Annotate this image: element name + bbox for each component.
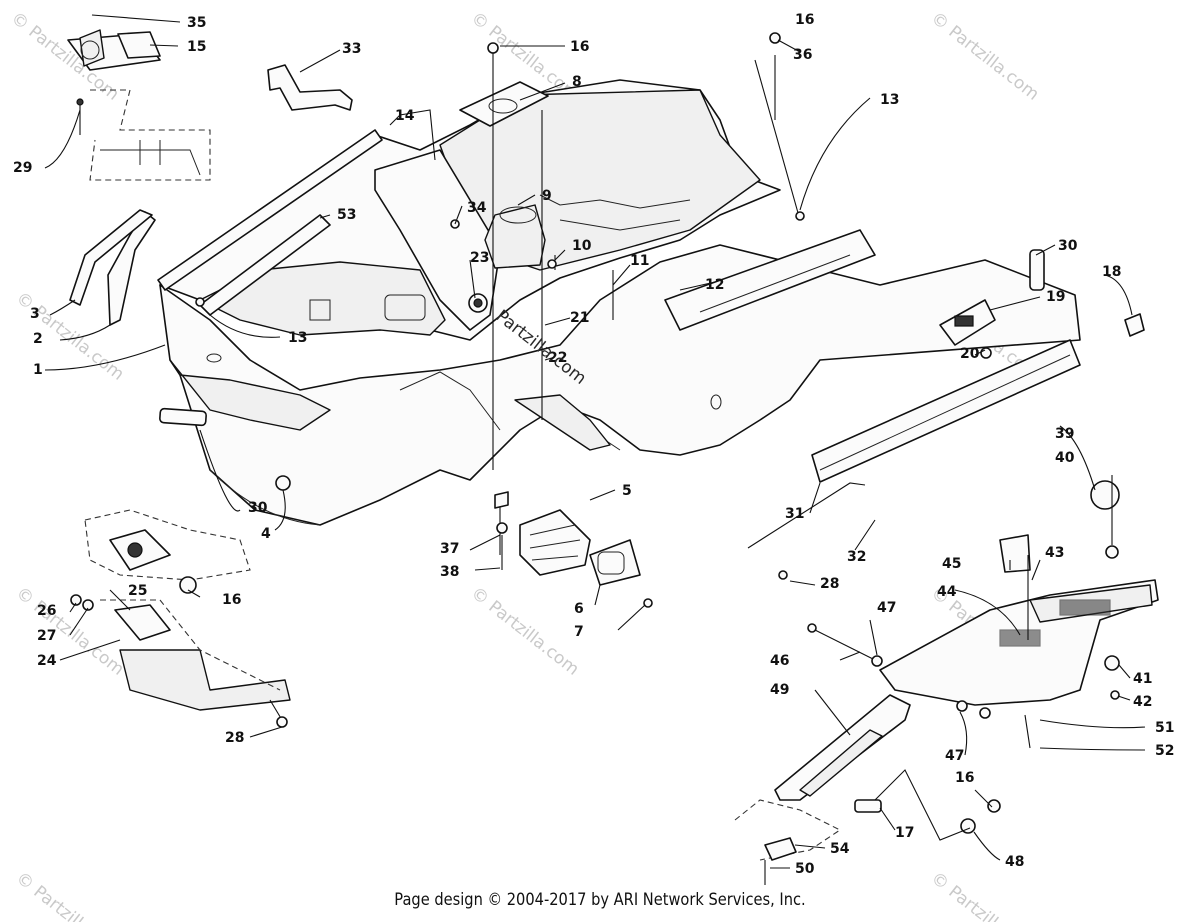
callout-7: 7 [574,624,584,640]
callout-47: 47 [877,600,896,616]
callout-15: 15 [187,39,206,55]
callout-34: 34 [467,200,487,216]
callout-16: 16 [570,39,589,55]
callout-22: 22 [548,350,567,366]
callout-10: 10 [572,238,592,254]
callout-19: 19 [1046,289,1065,305]
callout-27: 27 [37,628,56,644]
callout-39: 39 [1055,426,1074,442]
leader-lines [44,14,1146,869]
callout-45: 45 [942,556,961,572]
inset-bracket-top-left [67,29,211,181]
callout-26: 26 [37,603,56,619]
callout-42: 42 [1133,694,1152,710]
callout-18: 18 [1102,264,1121,280]
callout-30: 30 [1058,238,1078,254]
callout-44: 44 [937,584,957,600]
callout-13: 13 [288,330,307,346]
callout-28: 28 [820,576,839,592]
callout-33: 33 [342,41,361,57]
callout-37: 37 [440,541,459,557]
callout-3: 3 [30,306,40,322]
callout-30: 30 [248,500,268,516]
callout-54: 54 [830,841,850,857]
callout-12: 12 [705,277,724,293]
callout-9: 9 [542,188,552,204]
callout-4: 4 [261,526,271,542]
callout-52: 52 [1155,743,1174,759]
footer-copyright: Page design © 2004-2017 by ARI Network S… [394,890,806,910]
callout-53: 53 [337,207,356,223]
callout-20: 20 [960,346,980,362]
callout-13: 13 [880,92,899,108]
callout-2: 2 [33,331,43,347]
assembly-axes [195,32,1029,640]
callout-43: 43 [1045,545,1064,561]
callout-labels: 35 15 33 16 16 36 8 14 13 29 34 9 53 10 … [13,12,1174,877]
callout-6: 6 [574,601,584,617]
callout-28: 28 [225,730,244,746]
callout-50: 50 [795,861,815,877]
callout-16: 16 [222,592,241,608]
callout-32: 32 [847,549,866,565]
callout-11: 11 [630,253,649,269]
callout-24: 24 [37,653,57,669]
callout-16: 16 [795,12,814,28]
callout-8: 8 [572,74,582,90]
callout-38: 38 [440,564,459,580]
callout-1: 1 [33,362,43,378]
callout-14: 14 [395,108,415,124]
callout-5: 5 [622,483,632,499]
callout-46: 46 [770,653,789,669]
inset-bracket-lower-left [70,509,291,728]
callout-41: 41 [1133,671,1152,687]
callout-51: 51 [1155,720,1174,736]
inset-footrest-assembly [734,480,1159,885]
callout-17: 17 [895,825,914,841]
callout-31: 31 [785,506,804,522]
callout-40: 40 [1055,450,1075,466]
belly-pan-assembly [69,64,1145,526]
watermark-text: © Partzilla.com [927,8,1043,105]
callout-29: 29 [13,160,32,176]
callout-23: 23 [470,250,489,266]
callout-47: 47 [945,748,964,764]
callout-21: 21 [570,310,589,326]
watermark-text: © Partzilla.com [12,583,128,680]
callout-49: 49 [770,682,789,698]
watermark-text: © Partzilla.com [467,583,583,680]
callout-25: 25 [128,583,147,599]
inset-boot-and-ring [494,491,653,608]
callout-48: 48 [1005,854,1024,870]
callout-35: 35 [187,15,206,31]
callout-16: 16 [955,770,974,786]
callout-36: 36 [793,47,812,63]
